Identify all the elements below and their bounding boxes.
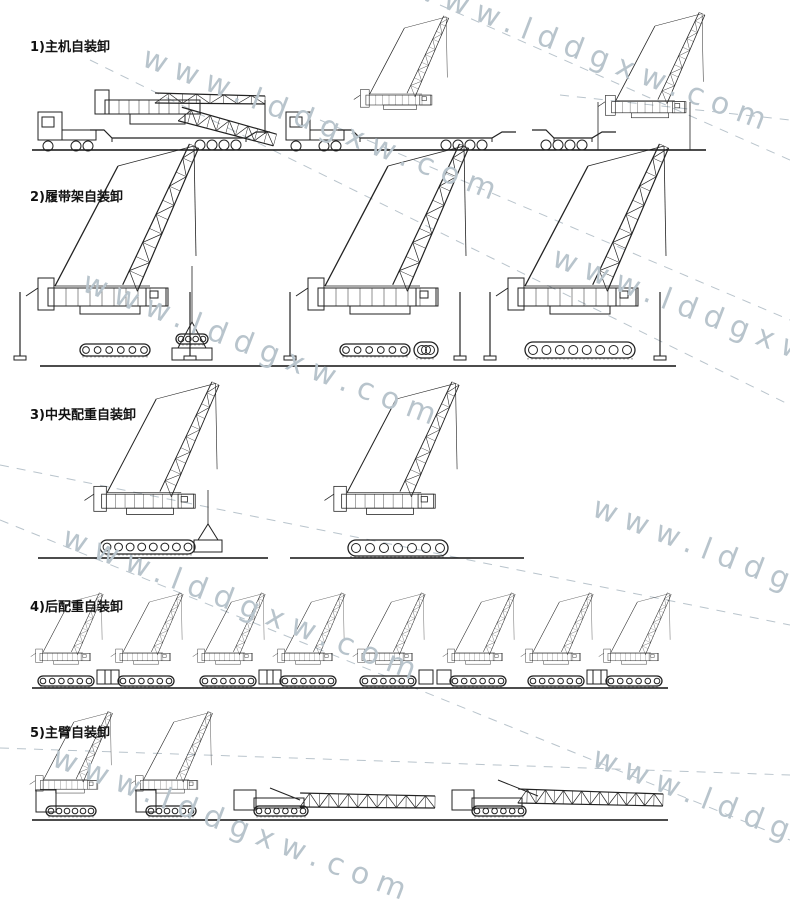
crane-track-frame-step-3	[484, 144, 669, 360]
counterweight-block	[97, 670, 111, 684]
truck-tractor	[286, 112, 344, 151]
crane-rear-counterweight-7	[521, 593, 593, 664]
crane-unloaded	[598, 12, 705, 117]
crane-main-boom-laid-1	[234, 788, 435, 818]
lowbed-trailer	[90, 130, 270, 150]
crane-rear-counterweight-3	[193, 593, 265, 664]
section-1-title: 1)主机自装卸	[30, 36, 110, 55]
crane-lifting-off-trailer	[354, 16, 449, 110]
crane-rear-counterweight-4	[273, 593, 345, 664]
diagram-stage: 1)主机自装卸 2)履带架自装卸 3)中央配重自装卸 4)后配重自装卸 5)主臂…	[0, 0, 790, 848]
crane-central-counterweight-2	[324, 382, 459, 515]
section-2-title: 2)履带架自装卸	[30, 186, 123, 205]
crane-rear-counterweight-6	[443, 593, 515, 664]
counterweight-block	[593, 670, 607, 684]
counterweight-load	[194, 490, 222, 552]
counterweight-block	[587, 670, 601, 684]
crane-central-counterweight-1	[84, 382, 219, 515]
counterweight-block	[259, 670, 273, 684]
crane-drawing	[0, 0, 790, 848]
counterweight-block	[267, 670, 281, 684]
crane-track-frame-step-2	[284, 144, 469, 360]
track-frame-load	[172, 266, 212, 360]
crane-main-boom-laid-2	[452, 780, 663, 818]
lowbed-trailer	[338, 130, 516, 150]
crane-main-boom-2	[130, 711, 213, 793]
counterweight-block	[437, 670, 451, 684]
lowbed-trailer	[532, 130, 616, 150]
crane-rear-counterweight-8	[599, 593, 671, 664]
section-3-title: 3)中央配重自装卸	[30, 404, 136, 423]
truck-tractor	[38, 112, 96, 151]
counterweight-block	[105, 670, 119, 684]
counterweight-block	[419, 670, 433, 684]
crane-track-frame-step-1	[14, 144, 199, 360]
section-4-title: 4)后配重自装卸	[30, 596, 123, 615]
crane-rear-counterweight-5	[353, 593, 425, 664]
section-5-title: 5)主臂自装卸	[30, 722, 110, 741]
